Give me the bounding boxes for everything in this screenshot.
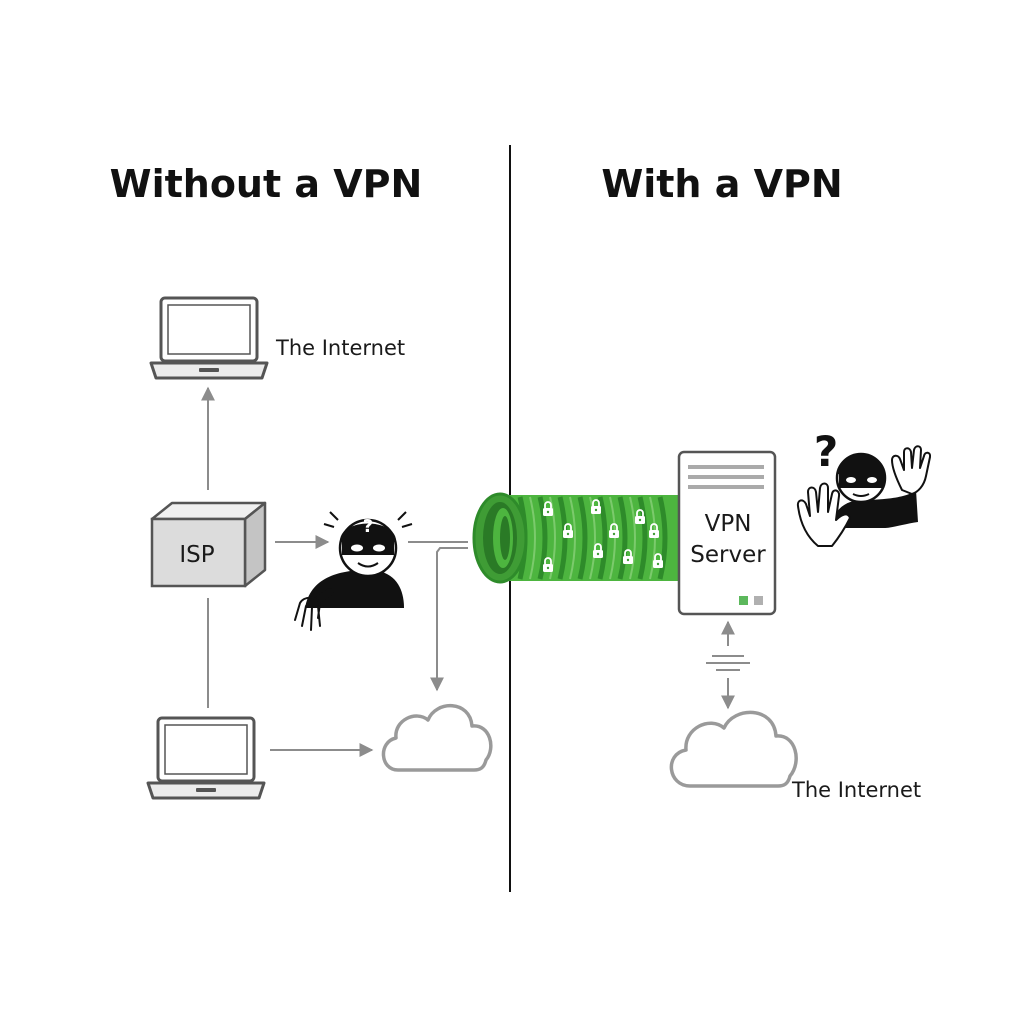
- server-label-line1: VPN: [705, 511, 752, 537]
- vpn-server-icon: [677, 450, 777, 616]
- hacker-icon-right: ?: [796, 427, 932, 547]
- status-led-gray: [754, 596, 763, 605]
- stop-hand-icon: [891, 445, 932, 495]
- left-heading: Without a VPN: [110, 162, 423, 206]
- stop-hand-icon: [796, 482, 851, 547]
- laptop-icon-top: [149, 296, 269, 380]
- cloud-icon-right: [669, 710, 798, 788]
- hacker-icon-left: ?: [294, 511, 413, 631]
- right-heading: With a VPN: [601, 162, 842, 206]
- svg-text:?: ?: [814, 427, 838, 476]
- isp-box-icon: [150, 501, 267, 588]
- internet-label-left: The Internet: [275, 336, 405, 360]
- isp-label: ISP: [179, 542, 214, 568]
- svg-text:?: ?: [363, 516, 373, 537]
- cloud-icon-left: [381, 704, 493, 772]
- internet-label-right: The Internet: [791, 778, 921, 802]
- vpn-tunnel: [472, 492, 690, 584]
- leak-to-cloud-arrow: [430, 547, 468, 692]
- status-led-green: [739, 596, 748, 605]
- server-label-line2: Server: [690, 542, 766, 568]
- laptop-icon-bottom: [146, 716, 266, 800]
